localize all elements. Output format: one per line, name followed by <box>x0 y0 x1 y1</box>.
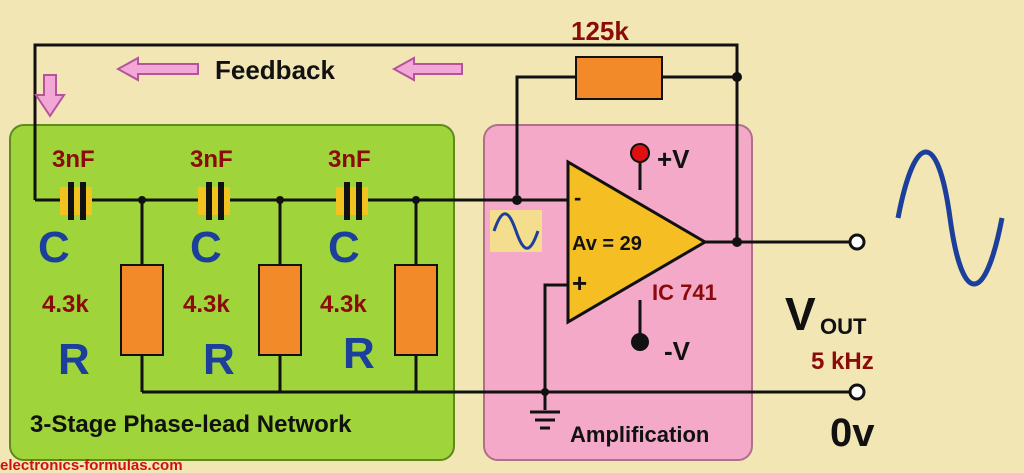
output-terminal <box>848 233 866 251</box>
resistor-3 <box>394 264 438 356</box>
arrow-left-2-icon <box>391 56 463 82</box>
output-sine-icon <box>895 149 1005 287</box>
feedback-resistor-label: 125k <box>571 16 629 46</box>
feedback-wire <box>33 43 852 410</box>
feedback-arrows <box>34 56 463 118</box>
junction-dots <box>138 72 742 396</box>
feedback-label: Feedback <box>215 55 335 85</box>
gain-label: Av = 29 <box>572 233 642 255</box>
zero-v-terminal <box>848 383 866 401</box>
feedback-resistor <box>575 56 663 100</box>
ground-icon <box>530 410 560 430</box>
input-sine-icon <box>492 212 540 250</box>
capacitor-1 <box>60 182 92 220</box>
resistor-2 <box>258 264 302 356</box>
minus-v-terminal <box>631 333 649 351</box>
plus-v-terminal <box>630 143 650 163</box>
vout-subscript: OUT <box>820 314 867 339</box>
stage-1-res-value: 4.3k <box>42 291 89 318</box>
network-caption: 3-Stage Phase-lead Network <box>30 411 352 438</box>
capacitor-3 <box>336 182 368 220</box>
stage-2-res-value: 4.3k <box>183 291 230 318</box>
inverting-input-sign: - <box>574 185 581 210</box>
frequency-label: 5 kHz <box>811 348 874 375</box>
zero-v-label: 0v <box>830 411 875 455</box>
stage-1-cap-symbol: C <box>38 223 70 272</box>
arrow-down-icon <box>34 74 66 118</box>
stage-1-cap-value: 3nF <box>52 146 95 173</box>
watermark: electronics-formulas.com <box>0 457 183 473</box>
plus-v-label: +V <box>657 144 690 174</box>
minus-v-label: -V <box>664 336 691 366</box>
stage-2-cap-symbol: C <box>190 223 222 272</box>
vout-label: V <box>785 288 816 340</box>
stage-3-cap-value: 3nF <box>328 146 371 173</box>
stage-1-res-symbol: R <box>58 335 90 384</box>
ic-label: IC 741 <box>652 280 717 305</box>
stage-3-res-value: 4.3k <box>320 291 367 318</box>
stage-3-res-symbol: R <box>343 329 375 378</box>
non-inverting-input-sign: + <box>572 268 587 298</box>
resistor-1 <box>120 264 164 356</box>
stage-3-cap-symbol: C <box>328 223 360 272</box>
opamp-triangle <box>566 159 708 325</box>
stage-2-res-symbol: R <box>203 335 235 384</box>
capacitor-2 <box>198 182 230 220</box>
stage-2-cap-value: 3nF <box>190 146 233 173</box>
amp-caption: Amplification <box>570 422 709 447</box>
arrow-left-1-icon <box>115 56 199 82</box>
